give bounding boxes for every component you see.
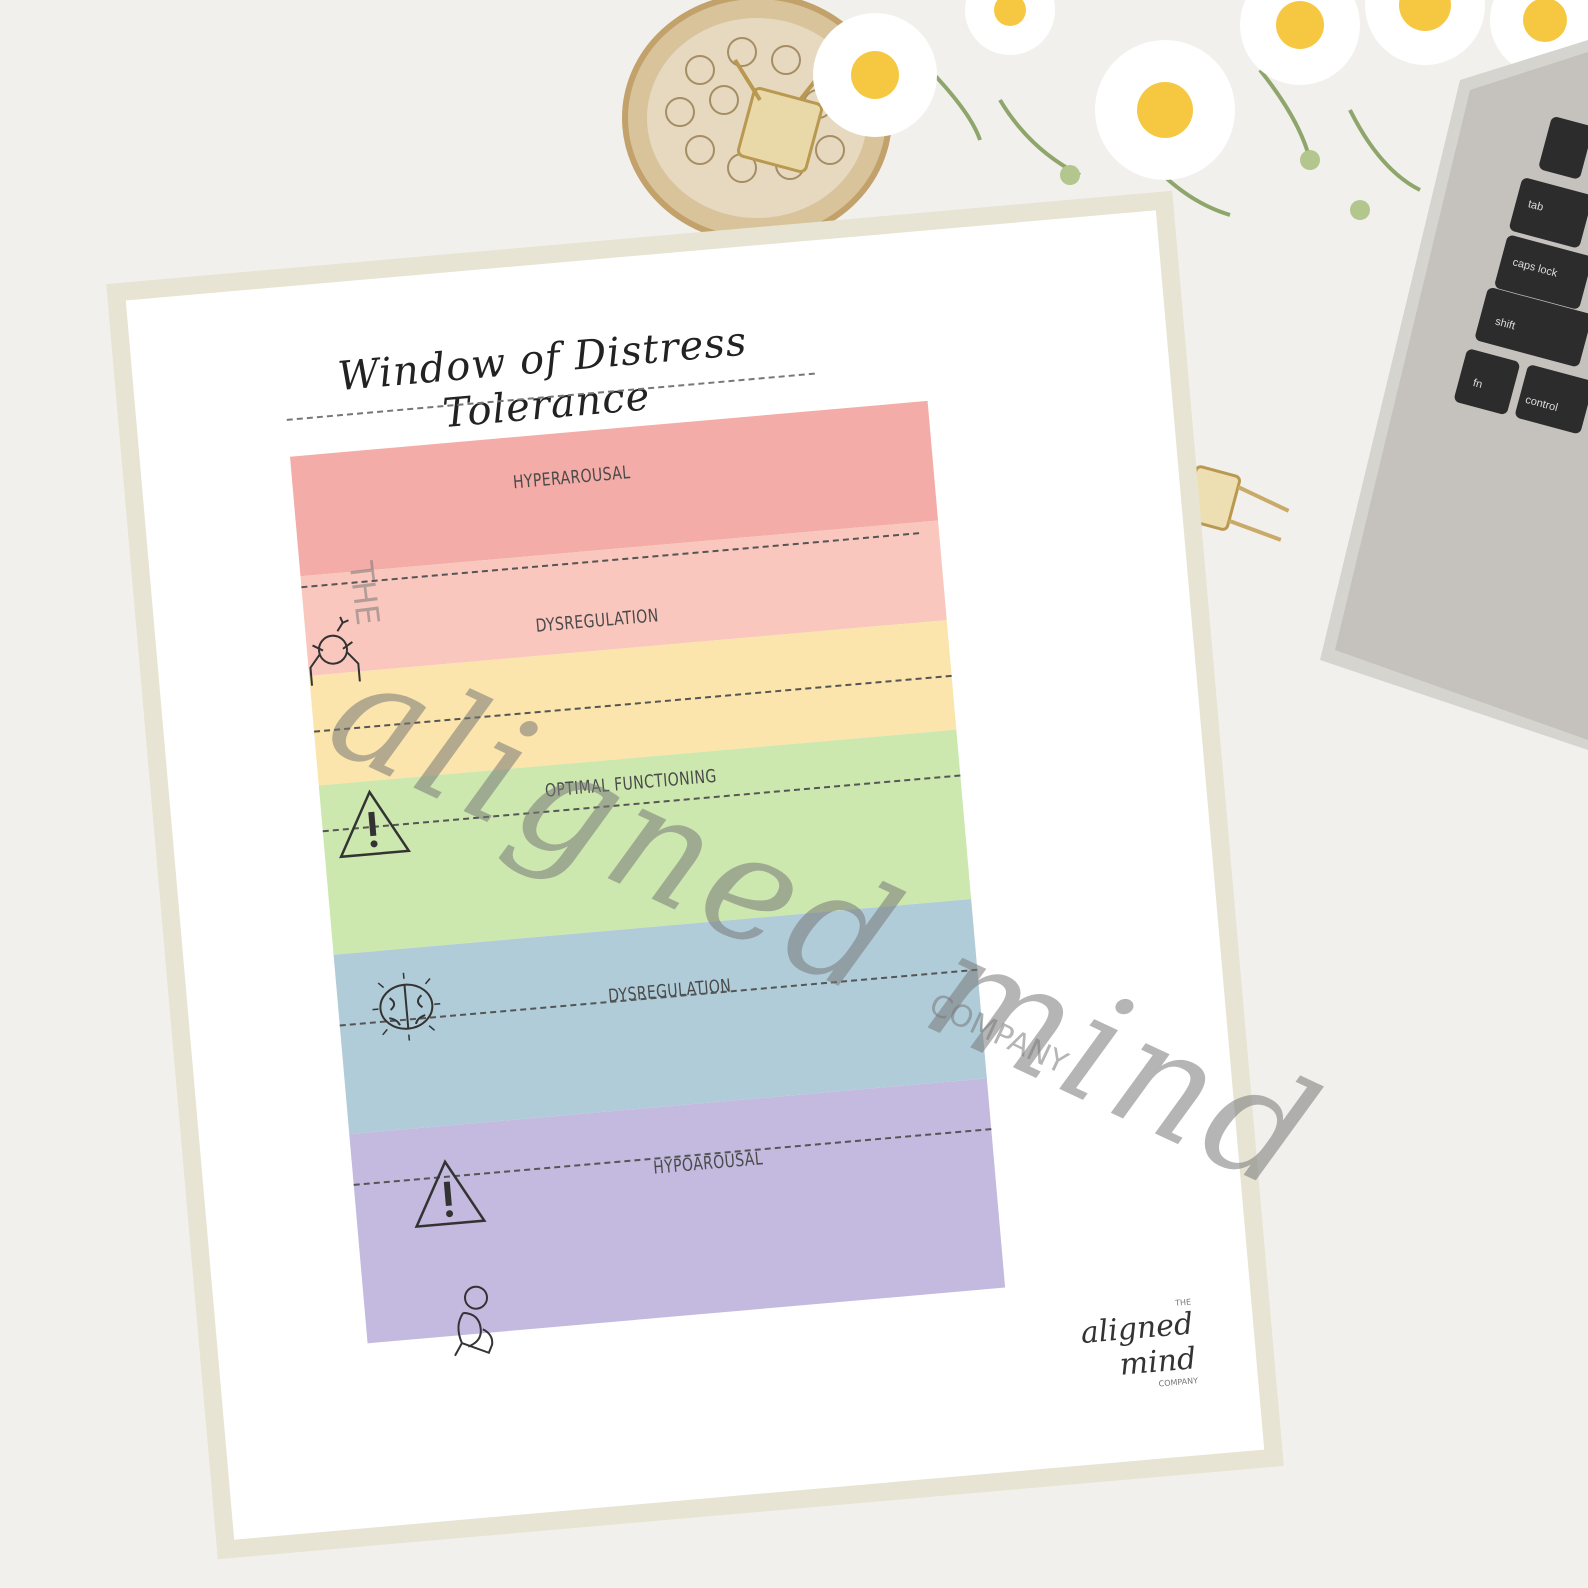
daisy-flowers bbox=[813, 0, 1588, 220]
worksheet-paper: Window of Distress Tolerance HYPERAROUSA… bbox=[106, 190, 1345, 1560]
laptop bbox=[1320, 40, 1588, 750]
worksheet-sheet: Window of Distress Tolerance HYPERAROUSA… bbox=[125, 210, 1345, 1540]
footer-logo: THE aligned mind COMPANY bbox=[1001, 1297, 1198, 1401]
warning-icon bbox=[339, 789, 412, 859]
angry-person-icon bbox=[309, 616, 361, 686]
brain-icon bbox=[372, 972, 441, 1041]
watermark-the: THE bbox=[341, 559, 388, 628]
binder-clip-1 bbox=[733, 58, 832, 174]
warning-icon bbox=[414, 1159, 487, 1229]
sad-person-icon bbox=[454, 1285, 494, 1357]
